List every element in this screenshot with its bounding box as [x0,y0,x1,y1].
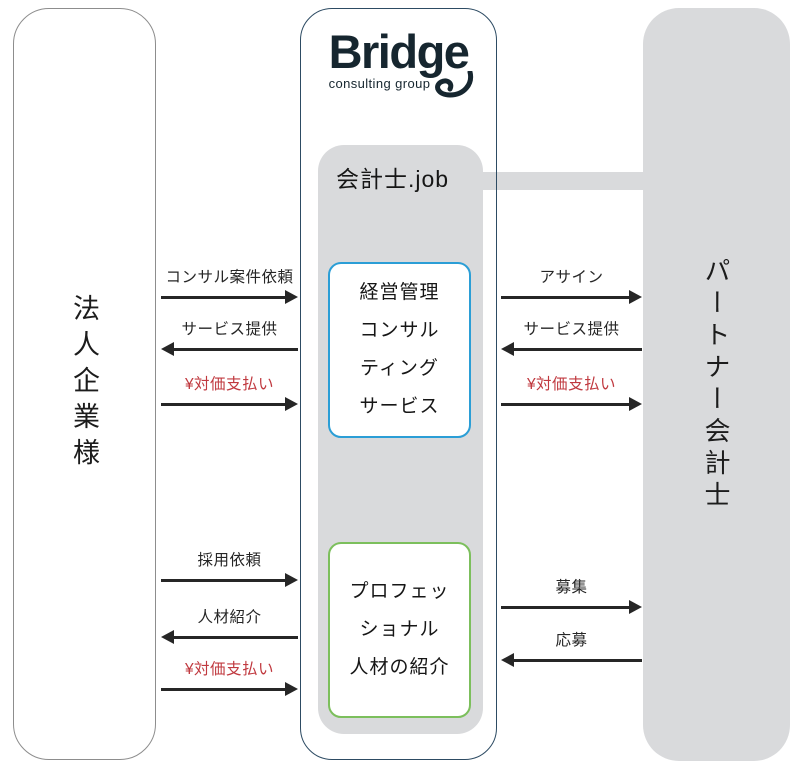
partner-accountants-column: パートナー会計士 [643,8,790,761]
consulting-service-box: 経営管理 コンサル ティング サービス [328,262,471,438]
arrow-left-icon [501,342,642,356]
flow-recruitment: 募集 [501,578,642,614]
arrow-right-icon [501,290,642,304]
talent-introduction-box: プロフェッ ショナル 人材の紹介 [328,542,471,718]
flow-payment-left-bottom: ¥対価支払い [161,660,298,696]
arrow-left-icon [501,653,642,667]
bridge-column: Bridge consulting group 会計士.job 経営管理 コンサ… [300,8,497,760]
bridge-logo-wordmark: Bridge [328,25,470,78]
flow-application: 応募 [501,631,642,667]
flow-service-provision-left: サービス提供 [161,320,298,356]
arrow-left-icon [161,342,298,356]
arrow-right-icon [161,397,298,411]
arrow-right-icon [161,682,298,696]
arrow-left-icon [161,630,298,644]
flow-talent-introduction: 人材紹介 [161,608,298,644]
corporate-clients-column: 法人企業様 [13,8,156,760]
arrow-right-icon [161,573,298,587]
logo-swoosh-icon [435,71,474,98]
flow-payment-left-top: ¥対価支払い [161,375,298,411]
flow-consulting-request: コンサル案件依頼 [161,268,298,304]
corporate-clients-label: 法人企業様 [69,294,99,474]
flow-assign: アサイン [501,268,642,304]
arrow-right-icon [501,600,642,614]
bridge-logo-tagline: consulting group [328,76,431,91]
bridge-logo: Bridge consulting group [300,25,497,98]
flow-hiring-request: 採用依頼 [161,551,298,587]
talent-introduction-label: プロフェッ ショナル 人材の紹介 [349,581,450,678]
arrow-right-icon [501,397,642,411]
platform-partner-connector [482,172,645,190]
flow-payment-right-top: ¥対価支払い [501,375,642,411]
consulting-service-label: 経営管理 コンサル ティング サービス [359,282,440,417]
arrow-right-icon [161,290,298,304]
flow-service-provision-right: サービス提供 [501,320,642,356]
kaikeishi-job-label: 会計士.job [336,166,450,192]
partner-accountants-label: パートナー会計士 [701,256,731,513]
